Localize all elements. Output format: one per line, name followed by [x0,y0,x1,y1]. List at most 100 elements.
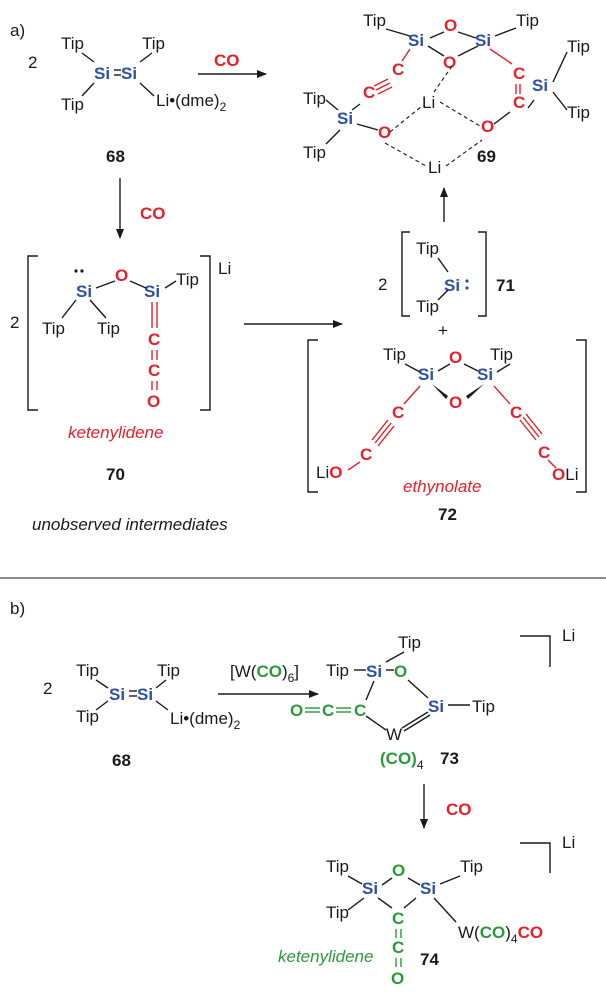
tip-label: Tip [303,89,326,108]
silicon-atom: Si [428,697,444,716]
compound-number-71: 71 [496,276,515,295]
lithium-atom: Li [422,93,435,112]
carbon-atom: C [148,361,160,380]
ketenylidene-label: ketenylidene [278,947,373,966]
arrow-73-to-74: CO [420,784,472,829]
tip-label: Tip [516,11,539,30]
oxygen-atom: O [481,117,494,136]
tip-label: Tip [97,319,120,338]
compound-number-68: 68 [112,751,131,770]
arrow-68-to-69: CO [198,51,267,78]
lithium-oxygen: LiO [316,463,342,482]
tip-label: Tip [326,903,349,922]
tip-label: Tip [490,345,513,364]
carbon-atom: C [392,938,404,957]
tip-label: Tip [61,95,84,114]
ethynolate-label: ethynolate [403,477,481,496]
tip-label: Tip [398,633,421,652]
lithium-counterion: Li [562,833,575,852]
compound-71: 2 Tip Si Tip 71 + [378,231,515,340]
carbon-atom: C [392,909,404,928]
oxygen-atom: O [391,969,404,988]
oxygen-atom: O [290,701,303,720]
oxygen-atom: O [444,16,457,35]
oxygen-atom: O [449,348,462,367]
lithium-dme: Li•(dme)2 [156,91,227,114]
carbon-atom: C [538,443,550,462]
oxygen-lithium: OLi [552,465,578,484]
compound-70: 2 Li Si O Si Tip Tip Tip C C O ketenylid… [10,255,231,484]
compound-73: Li Tip Tip Si O Si Tip C C O W (CO)4 73 [290,626,575,772]
compound-68-a: 2 Tip Tip Tip Si Si Li•(dme)2 68 [28,34,227,166]
silicon-atom: Si [337,109,353,128]
silicon-atom: Si [477,365,493,384]
oxygen-atom: O [449,393,462,412]
carbon-atom: C [354,701,366,720]
tip-label: Tip [472,697,495,716]
arrow-68-to-73: [W(CO)6] [218,662,319,698]
tip-label: Tip [303,143,326,162]
unobserved-intermediates-label: unobserved intermediates [32,515,228,534]
coefficient: 2 [43,679,52,698]
oxygen-atom: O [443,53,456,72]
tip-label: Tip [567,103,590,122]
tip-label: Tip [76,661,99,680]
tip-label: Tip [76,707,99,726]
oxygen-atom: O [147,392,160,411]
tip-label: Tip [416,297,439,316]
lithium-dme: Li•(dme)2 [170,709,241,732]
silicon-atom: Si [418,365,434,384]
silicon-atom: Si [94,64,110,83]
compound-74: Li Tip Tip Tip Si O Si C C O W(CO)4CO ke… [278,833,575,988]
compound-number-72: 72 [438,505,457,524]
tip-label: Tip [142,34,165,53]
wedge-bond [432,384,448,399]
tip-label: Tip [42,319,65,338]
carbon-atom: C [363,83,375,102]
carbon-atom: C [148,330,160,349]
tip-label: Tip [61,34,84,53]
panel-a-label: a) [10,21,25,40]
tip-label: Tip [326,661,349,680]
silicon-atom: Si [76,282,92,301]
coefficient: 2 [10,313,19,332]
carbon-atom: C [513,64,525,83]
tip-label: Tip [363,11,386,30]
lithium-counterion: Li [218,259,231,278]
compound-69: Tip Tip Tip Tip Tip Tip Si O Si O C C Si… [303,11,590,177]
ketenylidene-label: ketenylidene [68,423,163,442]
tip-label: Tip [326,857,349,876]
compound-number-70: 70 [106,465,125,484]
panel-b-label: b) [10,599,25,618]
compound-number-73: 73 [440,749,459,768]
coefficient: 2 [28,53,37,72]
silicon-atom: Si [109,685,125,704]
oxygen-atom: O [392,861,405,880]
silicon-atom: Si [420,879,436,898]
lithium-counterion: Li [562,626,575,645]
silicon-atom: Si [475,31,491,50]
tungsten-atom: W [386,725,402,744]
lithium-atom: Li [428,158,441,177]
compound-68-b: 2 Tip Tip Tip Si Si Li•(dme)2 68 [43,661,241,770]
carbon-atom: C [392,403,404,422]
tungsten-hexacarbonyl-reagent: [W(CO)6] [230,662,299,685]
wedge-bond [466,384,484,399]
compound-72: Tip Tip Si O Si O C C LiO C C OLi ethyno… [307,339,587,524]
tip-label: Tip [176,270,199,289]
co-reagent: CO [140,204,166,223]
silicon-atom: Si [366,662,382,681]
tungsten-carbonyl-ligand: W(CO)4CO [458,923,543,946]
tip-label: Tip [157,661,180,680]
silicon-atom: Si [408,31,424,50]
oxygen-atom: O [394,662,407,681]
silicon-atom: Si [532,76,548,95]
silicon-atom: Si [144,282,160,301]
tetracarbonyl: (CO)4 [380,749,424,772]
tip-label: Tip [460,857,483,876]
coefficient: 2 [378,275,387,294]
compound-number-74: 74 [420,950,439,969]
silicon-atom: Si [362,879,378,898]
tip-label: Tip [416,239,439,258]
